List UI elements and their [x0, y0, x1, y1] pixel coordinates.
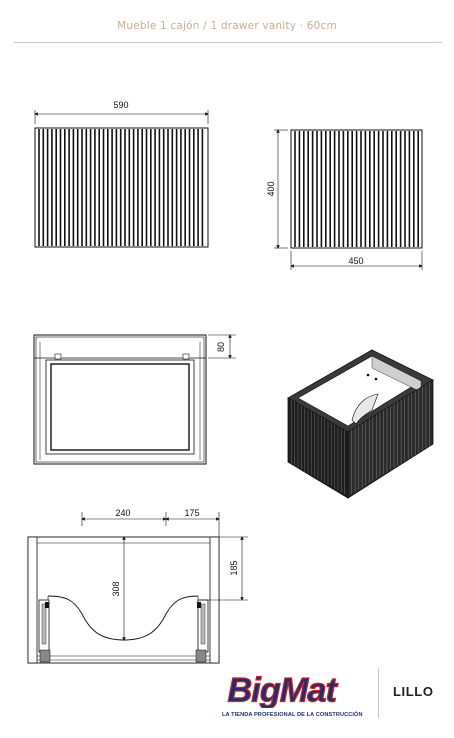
- header-divider: [14, 42, 442, 43]
- bigmat-wordmark: BigMat: [227, 671, 340, 708]
- plan-view: 240 175 308 185: [27, 508, 248, 664]
- side-view: 400 450: [266, 129, 423, 270]
- dim-sink-offset-right: 175: [184, 508, 199, 518]
- dim-drawer-front-height: 80: [216, 342, 226, 352]
- iso-front-slats: [290, 399, 346, 495]
- front-view: 590: [34, 100, 209, 248]
- front-section-view: 80: [33, 334, 236, 465]
- dim-side-depth: 450: [348, 256, 363, 266]
- isometric-view: [287, 349, 434, 499]
- dim-side-height: 400: [266, 181, 276, 196]
- svg-text:BigMat: BigMat: [227, 671, 338, 708]
- dim-sink-cut-depth: 308: [111, 581, 121, 596]
- front-slats: [38, 129, 204, 246]
- side-slats: [294, 131, 420, 247]
- logo-divider: [378, 668, 379, 718]
- bigmat-tagline: LA TIENDA PROFESIONAL DE LA CONSTRUCCIÓN: [222, 712, 363, 718]
- product-name: LILLO: [393, 684, 434, 699]
- dim-siphon-height: 185: [229, 560, 239, 575]
- dim-sink-offset-left: 240: [115, 508, 130, 518]
- dim-front-width: 590: [113, 100, 128, 110]
- bigmat-logo: BigMat LA TIENDA PROFESIONAL DE LA CONST…: [222, 668, 382, 724]
- page-title: Mueble 1 cajón / 1 drawer vanity · 60cm: [117, 20, 337, 32]
- iso-side-slats: [351, 382, 430, 494]
